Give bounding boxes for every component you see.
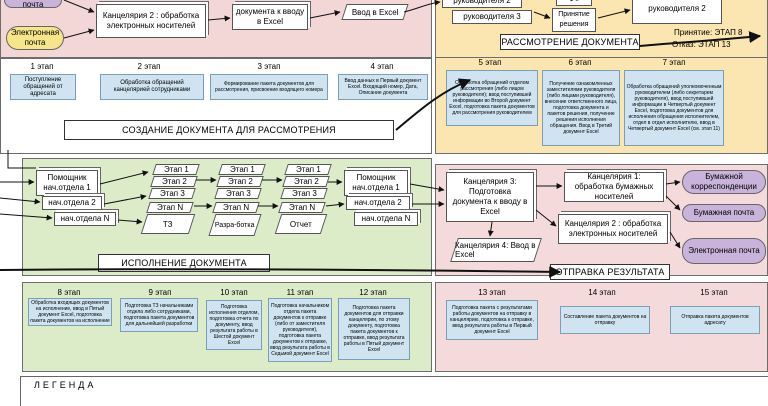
stage-13-desc: Подготовка пакета с результатами работы … <box>446 300 538 340</box>
stage-8-desc: Обработка входящих документов на исполне… <box>28 298 112 326</box>
stage-col1-n: Этап N <box>146 202 194 213</box>
stage-8-label: 8 этап <box>57 288 81 297</box>
stage-11-label: 11 этап <box>286 288 314 297</box>
email-pill: Электронная почта <box>6 26 64 50</box>
legend-title: ЛЕГЕНДА <box>34 380 97 390</box>
accept-label: Принятие: ЭТАП 8 <box>674 28 743 37</box>
stage-14-desc: Составление пакета документов на отправк… <box>560 306 650 334</box>
decision-box: Принятие решения <box>552 8 596 32</box>
stage-12-desc: Подготовка пакета документов для отправк… <box>338 298 410 360</box>
stage-11-desc: Подготовка начальником отдела пакета док… <box>268 298 332 362</box>
assistant2-box-2: нач.отдела 2 <box>346 196 410 210</box>
stage-1-desc: Поступление обращений от адресата <box>10 74 76 100</box>
managers-box-b: руководителя 3 <box>452 10 532 24</box>
stage-col2-1: Этап 1 <box>218 164 266 175</box>
stage-7-desc: Обработка обращений уполномоченным руков… <box>624 70 724 146</box>
stage-9-label: 9 этап <box>148 288 172 297</box>
send-banner: ОТПРАВКА РЕЗУЛЬТАТА <box>550 264 670 280</box>
office-input-box: документа к вводу в Excel <box>232 4 308 30</box>
stage-1-label: 1 этап <box>30 62 54 71</box>
input-excel-box: Ввод в Excel <box>341 4 409 20</box>
create-banner: СОЗДАНИЕ ДОКУМЕНТА ДЛЯ РАССМОТРЕНИЯ <box>64 120 394 140</box>
stage-col1-3: Этап 3 <box>148 188 196 199</box>
stage-col3-2: Этап 2 <box>282 176 330 187</box>
stage-col1-2: Этап 2 <box>150 176 198 187</box>
stage-5-desc: Обработка обращений отделом рассмотрения… <box>446 70 538 126</box>
stage-col3-n: Этап N <box>278 202 326 213</box>
stage-9-desc: Подготовка ТЗ начальниками отдела либо с… <box>120 298 198 332</box>
stage-2-label: 2 этап <box>137 62 161 71</box>
managers-box-c: руководителя 2 <box>632 0 722 24</box>
stage-15-label: 15 этап <box>700 288 728 297</box>
stage-4-label: 4 этап <box>370 62 394 71</box>
stage-col3-1: Этап 1 <box>284 164 332 175</box>
stage-10-desc: Подготовка исполнения отделом, подготовк… <box>206 300 262 350</box>
stage-13-label: 13 этап <box>478 288 506 297</box>
stage-col3-3: Этап 3 <box>280 188 328 199</box>
stage-14-label: 14 этап <box>588 288 616 297</box>
stage-col2-dev: Разра-ботка <box>208 214 262 236</box>
office2-box: Канцелярия 2 : обработка электронных нос… <box>96 4 206 38</box>
assistant2-box-1: Помощник нач.отдела 1 <box>344 170 408 196</box>
email-send-pill: Электронная почта <box>682 238 766 264</box>
decision-top: 1 к <box>556 0 592 6</box>
review-banner: РАССМОТРЕНИЕ ДОКУМЕНТА <box>500 34 640 50</box>
stage-15-desc: Отправка пакета документов адресату <box>670 306 760 334</box>
stage-col2-n: Этап N <box>212 202 260 213</box>
paper-corr-pill: Бумажной корреспонденции <box>682 170 766 194</box>
execute-banner: ИСПОЛНЕНИЕ ДОКУМЕНТА <box>98 254 270 272</box>
stage-4-desc: Ввод данных в Первый документ Excel. Вхо… <box>338 74 428 100</box>
office2-send-box: Канцелярия 2 : обработка электронных нос… <box>558 214 668 244</box>
stage-7-label: 7 этап <box>662 58 686 67</box>
assistant-box-3: нач.отдела N <box>54 212 116 226</box>
reject-label: Отказ: ЭТАП 13 <box>672 40 731 49</box>
office1-box: Канцелярия 1: обработка бумажных носител… <box>564 172 664 202</box>
assistant-box-1: Помощник нач.отдела 1 <box>36 170 98 196</box>
stage-3-label: 3 этап <box>257 62 281 71</box>
stage-6-label: 6 этап <box>568 58 592 67</box>
office4-box: Канцелярия 4: Ввод в Excel <box>450 238 542 262</box>
stage-col2-2: Этап 2 <box>216 176 264 187</box>
managers-box-a: руководителя 2 <box>442 0 522 8</box>
stage-col2-3: Этап 3 <box>214 188 262 199</box>
paper-mail-pill: Бумажная почта <box>4 0 62 9</box>
stage-col1-1: Этап 1 <box>152 164 200 175</box>
stage-3-desc: Формирование пакета документов для рассм… <box>210 74 328 100</box>
stage-10-label: 10 этап <box>220 288 248 297</box>
stage-5-label: 5 этап <box>478 58 502 67</box>
stage-col1-tz: ТЗ <box>140 214 196 234</box>
stage-6-desc: Получение ознакомленных заместителями ру… <box>542 70 620 146</box>
assistant2-box-3: нач.отдела N <box>354 212 418 226</box>
legend-box <box>20 376 768 406</box>
stage-col3-report: Отчет <box>274 214 328 234</box>
paper-mail-send-pill: Бумажная почта <box>682 204 766 222</box>
assistant-box-2: нач.отдела 2 <box>42 196 102 210</box>
stage-2-desc: Обработка обращений канцелярией сотрудни… <box>100 74 204 100</box>
stage-12-label: 12 этап <box>359 288 387 297</box>
office3-box: Канцелярия 3: Подготовка документа к вво… <box>446 172 534 222</box>
